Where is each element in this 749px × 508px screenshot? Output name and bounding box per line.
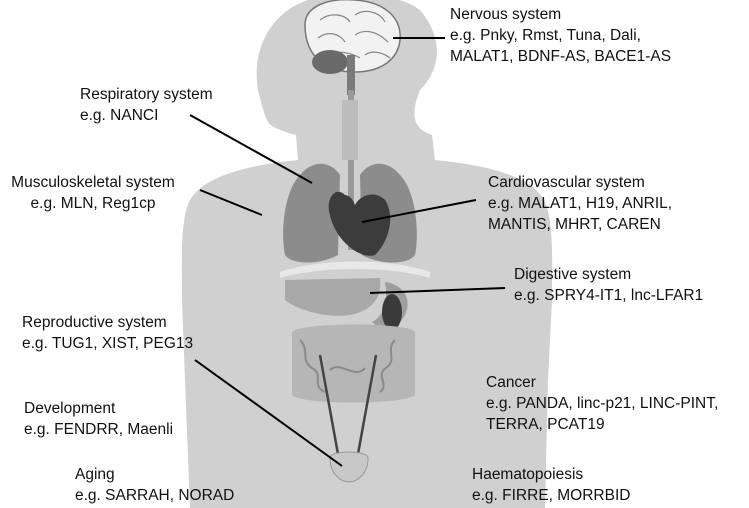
liver	[285, 278, 381, 316]
system-examples: e.g. MALAT1, H19, ANRIL,	[488, 195, 673, 212]
pointer-reproductive	[194, 359, 343, 467]
pointer-digestive	[369, 287, 506, 294]
label-aging: Aging e.g. SARRAH, NORAD	[75, 464, 234, 506]
system-title: Development	[24, 400, 116, 417]
system-examples: e.g. MLN, Reg1cp	[30, 195, 156, 212]
label-reproductive-system: Reproductive system e.g. TUG1, XIST, PEG…	[22, 312, 193, 354]
system-examples: MALAT1, BDNF-AS, BACE1-AS	[450, 48, 672, 65]
system-title: Reproductive system	[22, 314, 167, 331]
label-cardiovascular-system: Cardiovascular system e.g. MALAT1, H19, …	[488, 172, 672, 235]
brain	[304, 0, 401, 95]
left-lung	[283, 163, 340, 263]
system-examples: e.g. PANDA, linc-p21, LINC-PINT,	[486, 395, 719, 412]
label-respiratory-system: Respiratory system e.g. NANCI	[80, 84, 213, 126]
system-title: Respiratory system	[80, 86, 213, 103]
label-development: Development e.g. FENDRR, Maenli	[24, 398, 173, 440]
system-title: Cancer	[486, 374, 536, 391]
spinal-cord	[348, 90, 354, 250]
heart	[328, 191, 391, 256]
system-examples: e.g. Pnky, Rmst, Tuna, Dali,	[450, 27, 641, 44]
system-examples: e.g. FENDRR, Maenli	[24, 421, 174, 438]
intestines	[292, 324, 415, 403]
diaphragm	[280, 261, 430, 278]
label-cancer: Cancer e.g. PANDA, linc-p21, LINC-PINT, …	[486, 372, 718, 435]
label-musculoskeletal-system: Musculoskeletal system e.g. MLN, Reg1cp	[1, 172, 185, 214]
bladder	[329, 451, 369, 483]
system-examples: e.g. SARRAH, NORAD	[75, 487, 235, 504]
label-haematopoiesis: Haematopoiesis e.g. FIRRE, MORRBID	[472, 464, 630, 506]
spleen	[382, 294, 402, 330]
pointer-cardiovascular	[361, 199, 477, 223]
label-digestive-system: Digestive system e.g. SPRY4-IT1, lnc-LFA…	[514, 264, 703, 306]
system-title: Nervous system	[450, 6, 562, 23]
system-title: Musculoskeletal system	[11, 174, 175, 191]
system-title: Cardiovascular system	[488, 174, 645, 191]
system-examples: TERRA, PCAT19	[486, 416, 605, 433]
system-examples: e.g. FIRRE, MORRBID	[472, 487, 631, 504]
system-examples: e.g. NANCI	[80, 107, 159, 124]
system-examples: e.g. TUG1, XIST, PEG13	[22, 335, 194, 352]
system-title: Haematopoiesis	[472, 466, 584, 483]
system-examples: e.g. SPRY4-IT1, lnc-LFAR1	[514, 287, 704, 304]
trachea	[342, 100, 358, 160]
pointer-respiratory	[189, 114, 313, 184]
label-nervous-system: Nervous system e.g. Pnky, Rmst, Tuna, Da…	[450, 4, 671, 67]
system-title: Digestive system	[514, 266, 632, 283]
pointer-musculoskeletal	[199, 189, 263, 216]
system-title: Aging	[75, 466, 115, 483]
system-examples: MANTIS, MHRT, CAREN	[488, 216, 661, 233]
ureters	[318, 354, 378, 466]
